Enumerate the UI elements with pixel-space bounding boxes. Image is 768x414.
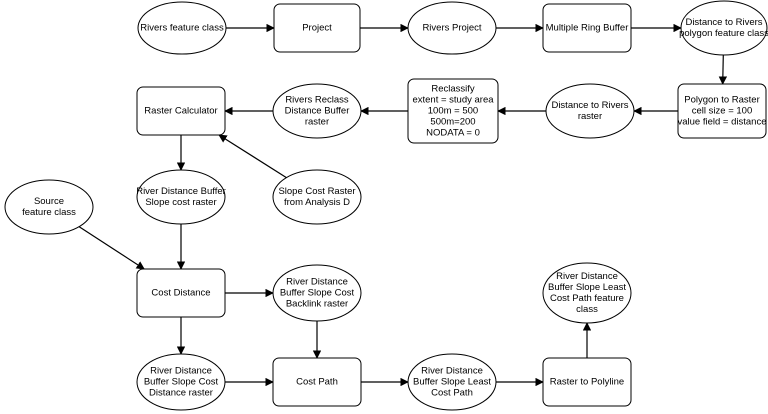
data-ellipse bbox=[4, 179, 94, 235]
node-project: Project bbox=[273, 3, 361, 53]
node-label-line: from Analysis D bbox=[284, 197, 350, 208]
node-label-line: NODATA = 0 bbox=[426, 128, 480, 139]
node-label-line: Rivers feature class bbox=[140, 23, 224, 34]
nodes-layer: Rivers feature class Project Rivers Projec… bbox=[4, 0, 768, 411]
node-label-line: Distance raster bbox=[149, 388, 213, 399]
node-cost_path: Cost Path bbox=[272, 357, 362, 407]
process-box bbox=[677, 83, 767, 139]
node-label-line: Source bbox=[34, 196, 64, 207]
node-raster_to_polyline: Raster to Polyline bbox=[542, 357, 632, 407]
data-ellipse bbox=[272, 264, 362, 322]
node-label-line: extent = study area bbox=[412, 95, 494, 106]
node-label-line: 100m = 500 bbox=[428, 106, 478, 117]
edge-slope_cost-to-raster_calc bbox=[218, 134, 287, 179]
node-label-line: Buffer Slope Least bbox=[413, 377, 491, 388]
node-label-line: Cost Distance bbox=[151, 288, 210, 299]
node-label-line: River Distance bbox=[421, 366, 483, 377]
process-box bbox=[542, 357, 632, 407]
process-box bbox=[407, 78, 499, 144]
node-label-line: Cost Path feature bbox=[550, 293, 624, 304]
data-ellipse bbox=[407, 353, 497, 411]
node-label-line: raster bbox=[305, 117, 329, 128]
node-label-line: Buffer Slope Least bbox=[548, 282, 626, 293]
node-label-line: 500m=200 bbox=[430, 117, 475, 128]
node-label-line: value field = distance bbox=[678, 117, 767, 128]
node-label-line: class bbox=[576, 304, 598, 315]
node-label-line: Raster Calculator bbox=[144, 106, 217, 117]
edge-source_fc-to-cost_distance bbox=[78, 226, 145, 270]
data-ellipse bbox=[272, 169, 362, 225]
node-label-line: Buffer Slope Cost bbox=[280, 288, 355, 299]
node-label-line: feature class bbox=[22, 207, 76, 218]
node-label-line: River Distance bbox=[286, 277, 348, 288]
node-label-line: River Distance bbox=[150, 366, 212, 377]
node-label-line: River Distance bbox=[556, 271, 618, 282]
node-label-line: Multiple Ring Buffer bbox=[546, 23, 629, 34]
node-label-line: Cost Path bbox=[296, 377, 338, 388]
data-ellipse bbox=[136, 169, 226, 225]
node-label-line: Rivers Project bbox=[422, 23, 481, 34]
node-label-line: Reclassify bbox=[431, 84, 475, 95]
data-ellipse bbox=[407, 1, 497, 55]
node-label-line: Distance to Rivers bbox=[685, 17, 762, 28]
process-box bbox=[272, 357, 362, 407]
node-label-line: Slope Cost Raster bbox=[278, 186, 355, 197]
node-label-line: Polygon to Raster bbox=[684, 95, 760, 106]
node-label-line: River Distance Buffer bbox=[136, 186, 226, 197]
process-box bbox=[273, 3, 361, 53]
edge-dist_rivers_poly-to-poly_to_raster bbox=[718, 54, 728, 85]
data-ellipse bbox=[542, 262, 632, 324]
data-ellipse bbox=[137, 1, 227, 55]
node-label-line: cell size = 100 bbox=[692, 106, 752, 117]
data-ellipse bbox=[272, 83, 362, 139]
node-label-line: Project bbox=[302, 23, 332, 34]
node-cost_distance: Cost Distance bbox=[136, 268, 226, 318]
data-ellipse bbox=[136, 353, 226, 411]
process-box bbox=[136, 268, 226, 318]
process-box bbox=[136, 86, 226, 136]
node-label-line: Cost Path bbox=[431, 388, 473, 399]
node-raster_calc: Raster Calculator bbox=[136, 86, 226, 136]
node-label-line: Raster to Polyline bbox=[550, 377, 624, 388]
node-label-line: Distance Buffer bbox=[285, 106, 350, 117]
node-label-line: Slope cost raster bbox=[145, 197, 216, 208]
node-label-line: Backlink raster bbox=[286, 299, 348, 310]
process-box bbox=[542, 3, 632, 53]
node-rivers_fc: Rivers feature class bbox=[137, 1, 227, 55]
data-ellipse bbox=[680, 0, 768, 56]
node-label-line: Distance to Rivers bbox=[551, 100, 628, 111]
node-rivers_project: Rivers Project bbox=[407, 1, 497, 55]
edges-layer bbox=[78, 23, 728, 387]
node-label-line: raster bbox=[578, 111, 602, 122]
data-ellipse bbox=[545, 83, 635, 139]
node-label-line: Rivers Reclass bbox=[285, 95, 349, 106]
node-multi_ring_buffer: Multiple Ring Buffer bbox=[542, 3, 632, 53]
node-label-line: polygon feature class bbox=[679, 28, 768, 39]
node-label-line: Buffer Slope Cost bbox=[144, 377, 219, 388]
